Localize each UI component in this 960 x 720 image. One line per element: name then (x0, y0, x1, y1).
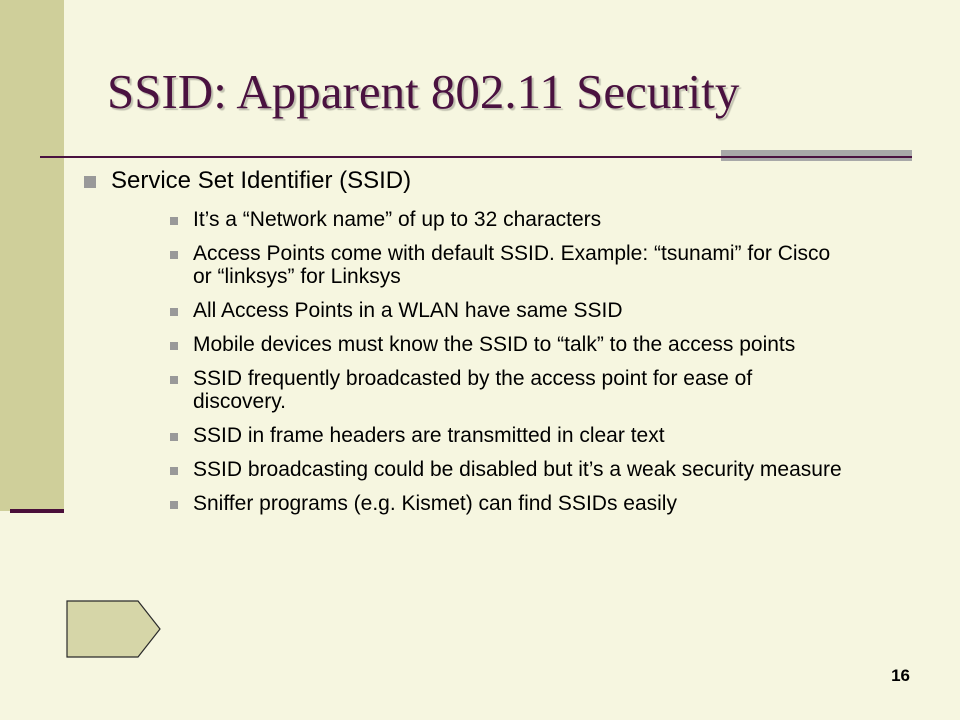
sub-bullet-item: SSID in frame headers are transmitted in… (170, 424, 850, 447)
title-accent-bar-lower (721, 158, 912, 161)
square-bullet-icon (84, 176, 96, 188)
small-square-bullet-icon (170, 217, 178, 225)
main-bullet: Service Set Identifier (SSID) (84, 166, 411, 196)
small-square-bullet-icon (170, 501, 178, 509)
sub-bullet-text: Access Points come with default SSID. Ex… (193, 242, 831, 288)
sub-bullet-text: SSID in frame headers are transmitted in… (193, 424, 665, 447)
title-accent-bar (721, 150, 912, 156)
page-number: 16 (891, 666, 910, 685)
sub-bullet-text: SSID frequently broadcasted by the acces… (193, 367, 753, 413)
pentagon-arrow-shape (66, 600, 161, 658)
sub-bullet-text: It’s a “Network name” of up to 32 charac… (193, 208, 602, 231)
sub-bullet-item: Mobile devices must know the SSID to “ta… (170, 333, 850, 356)
small-square-bullet-icon (170, 251, 178, 259)
title-underline (40, 156, 912, 158)
sub-bullet-text: All Access Points in a WLAN have same SS… (193, 299, 623, 322)
main-bullet-text: Service Set Identifier (SSID) (111, 167, 412, 194)
sub-bullet-item: All Access Points in a WLAN have same SS… (170, 299, 850, 322)
sub-bullet-item: Sniffer programs (e.g. Kismet) can find … (170, 492, 850, 515)
sub-bullet-item: SSID broadcasting could be disabled but … (170, 458, 850, 481)
sub-bullet-text: SSID broadcasting could be disabled but … (193, 458, 842, 481)
small-square-bullet-icon (170, 376, 178, 384)
small-square-bullet-icon (170, 308, 178, 316)
sub-bullet-text: Mobile devices must know the SSID to “ta… (193, 333, 796, 356)
small-square-bullet-icon (170, 342, 178, 350)
left-decorative-band (0, 0, 64, 511)
left-band-rule (10, 509, 64, 513)
small-square-bullet-icon (170, 467, 178, 475)
sub-bullet-item: SSID frequently broadcasted by the acces… (170, 367, 850, 413)
sub-bullet-item: It’s a “Network name” of up to 32 charac… (170, 208, 850, 231)
sub-bullet-item: Access Points come with default SSID. Ex… (170, 242, 850, 288)
small-square-bullet-icon (170, 433, 178, 441)
sub-bullet-text: Sniffer programs (e.g. Kismet) can find … (193, 492, 677, 515)
sub-bullet-list: It’s a “Network name” of up to 32 charac… (170, 208, 850, 526)
slide-title: SSID: Apparent 802.11 Security (107, 64, 740, 119)
